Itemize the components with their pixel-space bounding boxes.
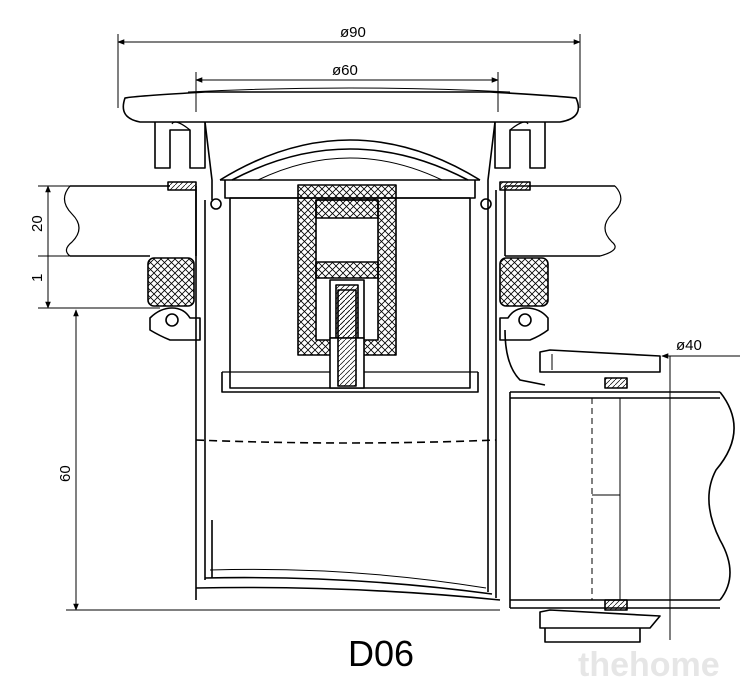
gaskets: [147, 198, 549, 307]
lock-nuts: [149, 307, 549, 341]
basin-wall-right: [499, 181, 622, 257]
basin-wall-left: [63, 181, 197, 257]
inner-diameter-label: ø60: [332, 62, 358, 79]
cap-flange: [122, 87, 580, 200]
spindle: [297, 184, 397, 389]
outer-diameter-label: ø90: [340, 24, 366, 41]
thickness-top-label: 20: [29, 215, 46, 232]
body-tube: [195, 190, 501, 601]
model-label: D06: [348, 633, 414, 674]
watermark: thehome: [578, 646, 720, 684]
height-label: 60: [57, 465, 74, 482]
dimension-lines: [38, 34, 740, 640]
thickness-gasket-label: 1: [29, 274, 46, 282]
side-outlet: [504, 329, 735, 643]
outlet-diameter-label: ø40: [676, 337, 702, 354]
